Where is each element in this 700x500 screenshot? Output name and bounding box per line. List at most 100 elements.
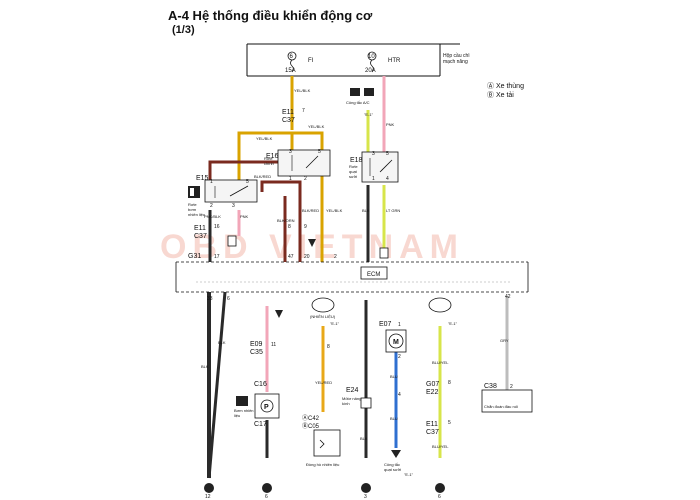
ground-3: 3: [364, 494, 367, 500]
conn-c17: C17: [254, 421, 267, 428]
svg-text:1: 1: [372, 176, 375, 182]
svg-text:8: 8: [327, 344, 330, 350]
rear-switch: [360, 397, 372, 409]
svg-text:1: 1: [398, 322, 401, 328]
svg-text:BLU: BLU: [390, 416, 398, 421]
fuel-gauge-label: Đồng hồ nhiên liệu: [306, 462, 339, 467]
svg-text:BLU/YEL: BLU/YEL: [432, 360, 449, 365]
fuel-meter-label: (NHIÊN LIỆU): [310, 314, 336, 319]
conn-e11-mid: E11: [194, 225, 206, 232]
conn-c37-top: C37: [282, 117, 295, 124]
svg-text:8: 8: [448, 380, 451, 386]
meter-icon: [311, 297, 452, 313]
wire-labels: YEL/BLK YEL/BLK YEL/BLK YEL/BLK PNK BLK/…: [201, 88, 509, 449]
svg-text:17: 17: [214, 254, 220, 260]
svg-text:YEL/BLK: YEL/BLK: [256, 136, 273, 141]
conn-e09: E09: [250, 341, 263, 348]
ecm-block: ECM: [175, 261, 529, 293]
page-subtitle: (1/3): [172, 24, 195, 36]
relay-e16: [277, 149, 331, 177]
conn-c37-bot: C37: [426, 429, 439, 436]
svg-text:GRY: GRY: [500, 338, 509, 343]
fuse-fi-rating: 15A: [285, 68, 296, 74]
ground-12: 12: [205, 494, 211, 500]
conn-c16: C16: [254, 381, 267, 388]
conn-e11-bot: E11: [426, 421, 438, 428]
fuse-fi-name: FI: [308, 58, 314, 64]
svg-text:BLK: BLK: [360, 436, 368, 441]
pin-numbers: 7 3 5 1 2 3 5 1 4 1 2 3 5 16 17 47 20 8 …: [207, 108, 513, 426]
svg-text:BLK: BLK: [362, 208, 370, 213]
fuse-htr-rating: 20A: [365, 68, 376, 74]
svg-text:2: 2: [304, 176, 307, 182]
svg-text:P: P: [264, 404, 269, 411]
svg-text:BLU/YEL: BLU/YEL: [432, 444, 449, 449]
ac-switch-label: Công tắc A/C: [346, 100, 370, 105]
signal-a: "E-1": [364, 112, 374, 117]
fuel-pump-relay-icon: [188, 186, 200, 198]
svg-text:3: 3: [232, 203, 235, 209]
svg-text:YEL/BLK: YEL/BLK: [294, 88, 311, 93]
legend-a: Ⓐ Xe thùng: [487, 82, 524, 90]
svg-text:BLK/ORN: BLK/ORN: [277, 218, 295, 223]
conn-g31: G31: [188, 253, 201, 260]
svg-text:4: 4: [398, 392, 401, 398]
conn-e24: E24: [346, 387, 359, 394]
diag-connector: [481, 389, 533, 413]
svg-text:47: 47: [288, 254, 294, 260]
wiper-motor: M: [385, 329, 407, 353]
relay-e18: [361, 151, 399, 183]
svg-text:9: 9: [304, 224, 307, 230]
fuse-box-label-line1: Hộp cầu chì: [443, 53, 470, 59]
svg-text:1: 1: [289, 176, 292, 182]
conn-e07: E07: [379, 321, 392, 328]
svg-text:2: 2: [398, 354, 401, 360]
wire-blk-6: [207, 291, 227, 479]
ground-6a: 6: [265, 494, 268, 500]
svg-text:42: 42: [505, 294, 511, 300]
connector-labels: E11 C37 E16 E18 E15 E11 C37 G31 E09 C35 …: [188, 109, 497, 436]
svg-text:5: 5: [386, 151, 389, 157]
diag-conn-label: Chẩn đoán đầu nối: [484, 404, 518, 409]
svg-text:YEL/BLK: YEL/BLK: [326, 208, 343, 213]
svg-text:4: 4: [386, 176, 389, 182]
svg-text:8: 8: [288, 224, 291, 230]
svg-text:33: 33: [207, 296, 213, 302]
svg-text:PNK/BLK: PNK/BLK: [204, 214, 221, 219]
svg-text:11: 11: [271, 342, 276, 348]
svg-text:PNK: PNK: [240, 214, 249, 219]
svg-text:3: 3: [289, 149, 292, 155]
svg-text:5: 5: [246, 179, 249, 185]
svg-text:YEL/RED: YEL/RED: [315, 380, 332, 385]
fuse-box: Hộp cầu chì mạch năng 6 15A FI 10 20A HT…: [246, 43, 470, 77]
relay-e15: [204, 179, 258, 203]
svg-text:BLK/RED: BLK/RED: [254, 174, 271, 179]
conn-g07: G07: [426, 381, 439, 388]
svg-text:20: 20: [304, 254, 310, 260]
ground-symbols: [204, 235, 445, 493]
svg-text:BLU: BLU: [390, 374, 398, 379]
svg-text:LT GRN: LT GRN: [386, 208, 400, 213]
ground-6b: 6: [438, 494, 441, 500]
svg-text:2: 2: [334, 254, 337, 260]
signal-b: "E-1": [330, 321, 340, 326]
svg-text:5: 5: [448, 420, 451, 426]
conn-c05: ⒷC05: [302, 422, 320, 430]
legend-b: Ⓑ Xe tải: [487, 91, 514, 99]
fuel-pump-icon: [236, 396, 248, 406]
svg-text:6: 6: [227, 296, 230, 302]
signal-c: "E-1": [448, 321, 458, 326]
svg-text:2: 2: [510, 384, 513, 390]
fuel-gauge: [313, 429, 341, 457]
svg-text:BLK: BLK: [218, 340, 226, 345]
conn-e11-top: E11: [282, 109, 294, 116]
svg-text:1: 1: [210, 179, 213, 185]
conn-e15: E15: [196, 175, 209, 182]
svg-text:YEL/BLK: YEL/BLK: [308, 124, 325, 129]
conn-c42: ⒶC42: [302, 414, 320, 422]
